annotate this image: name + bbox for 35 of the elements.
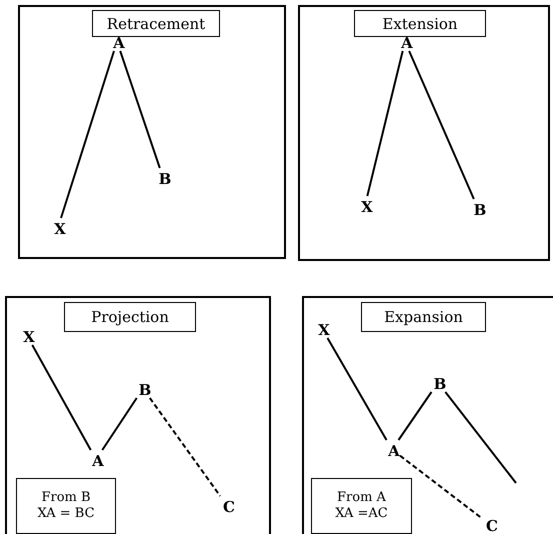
point-label: A bbox=[400, 35, 414, 52]
price-line bbox=[366, 50, 404, 196]
point-label: X bbox=[22, 329, 36, 346]
point-label: C bbox=[485, 518, 499, 534]
point-label: A bbox=[91, 453, 105, 470]
point-label: C bbox=[222, 499, 236, 516]
point-label: B bbox=[138, 382, 152, 399]
point-label: A bbox=[387, 443, 401, 460]
dashed-line bbox=[149, 397, 221, 497]
point-label: B bbox=[158, 171, 172, 188]
point-label: X bbox=[360, 199, 374, 216]
price-line bbox=[31, 344, 92, 450]
chart-panel bbox=[5, 296, 271, 534]
point-label: B bbox=[473, 202, 487, 219]
price-line bbox=[119, 50, 161, 168]
title-box: Expansion bbox=[361, 302, 486, 332]
point-label: B bbox=[433, 376, 447, 393]
formula-box: From B XA = BC bbox=[16, 478, 116, 534]
title-box: Extension bbox=[354, 10, 486, 37]
point-label: X bbox=[53, 221, 67, 238]
chart-panel bbox=[302, 296, 553, 534]
dashed-line bbox=[399, 454, 483, 520]
chart-panel bbox=[18, 5, 286, 259]
point-label: X bbox=[317, 322, 331, 339]
price-line bbox=[444, 391, 517, 484]
price-line bbox=[398, 391, 432, 441]
formula-box: From A XA =AC bbox=[311, 478, 412, 534]
chart-panel bbox=[298, 5, 550, 261]
price-line bbox=[101, 397, 138, 451]
price-line bbox=[408, 50, 475, 200]
price-line bbox=[60, 50, 115, 218]
point-label: A bbox=[112, 35, 126, 52]
price-line bbox=[326, 338, 388, 440]
title-box: Projection bbox=[64, 302, 196, 332]
title-box: Retracement bbox=[92, 10, 220, 37]
